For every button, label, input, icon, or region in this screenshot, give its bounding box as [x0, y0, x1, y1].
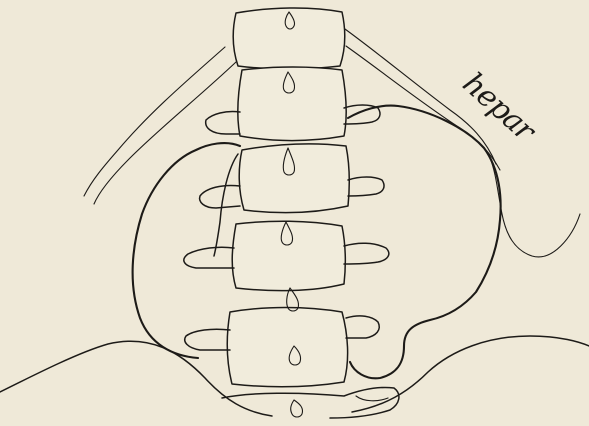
vertebra-1 [233, 8, 345, 69]
